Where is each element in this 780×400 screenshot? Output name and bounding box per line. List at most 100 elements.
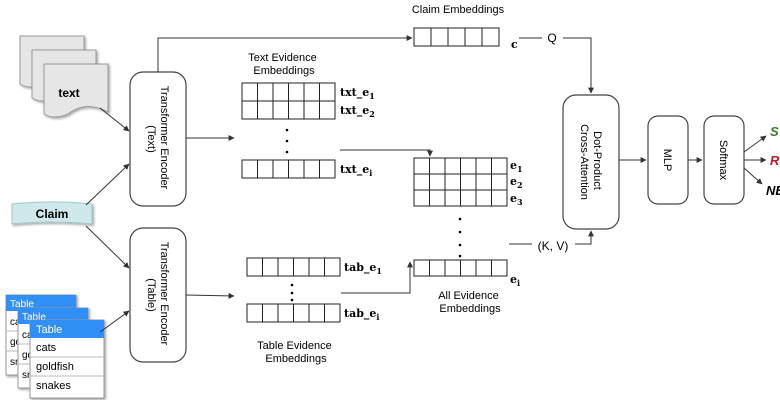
all-evidence-title-line-2: Embeddings (439, 303, 501, 315)
softmax-block: Softmax (703, 115, 745, 205)
cross-attention-block: Dot-Product Cross-Attention (562, 94, 620, 230)
arrow-softmax-to-supported (743, 135, 767, 153)
ei-label: ei (510, 273, 520, 288)
table-row-cats: cats (36, 342, 57, 354)
claim-embedding-vector (413, 27, 500, 47)
e2-label: e2 (510, 175, 523, 190)
txt-e1-base: txt_e (340, 86, 369, 100)
tab-ei-label: tab_ei (344, 307, 379, 322)
e3-sub: 3 (517, 197, 523, 207)
output-nei: NE (766, 183, 780, 198)
cross-attention-line-2: Cross-Attention (578, 124, 590, 200)
all-evidence-row-2 (413, 173, 508, 191)
text-documents: text (19, 35, 109, 118)
all-evidence-row-1 (413, 157, 508, 175)
claim-label: Claim (36, 207, 69, 221)
text-evidence-row-2 (241, 100, 336, 120)
text-doc-page-front (43, 63, 109, 118)
text-evidence-title: Text Evidence Embeddings (248, 52, 320, 77)
txt-e2-base: txt_e (340, 104, 369, 118)
query-label: Q (547, 31, 556, 45)
claim-vector-label: c (511, 38, 518, 51)
arrow-claim-to-table-encoder (85, 225, 130, 269)
output-refuted: R (770, 153, 780, 168)
txt-e1-label: txt_e1 (340, 86, 375, 101)
tab-ei-base: tab_e (344, 307, 376, 321)
claim-input: Claim (11, 201, 93, 225)
txt-ei-sub: i (369, 168, 372, 178)
text-encoder: Transformer Encoder (Text) (129, 71, 187, 207)
softmax-label: Softmax (717, 140, 729, 181)
table-mid-row-2: go (22, 350, 34, 361)
claim-embeddings-title: Claim Embeddings (412, 4, 505, 16)
text-evidence-row-i (241, 159, 336, 179)
table-row-goldfish: goldfish (36, 361, 74, 373)
table-encoder-label: Transformer Encoder (Table) (145, 242, 170, 349)
table-back-header: Table (10, 299, 34, 310)
text-evidence-row-1 (241, 82, 336, 102)
table-evidence-row-i (246, 303, 341, 323)
all-evidence-row-3 (413, 189, 508, 207)
e1-sub: 1 (517, 164, 523, 174)
e3-base: e (510, 192, 517, 205)
text-evidence-title-line-2: Embeddings (253, 65, 315, 77)
table-evidence-title-line-2: Embeddings (265, 353, 327, 365)
key-value-label: (K, V) (538, 239, 569, 253)
txt-e1-sub: 1 (369, 91, 375, 101)
all-evidence-matrix (413, 157, 508, 277)
table-encoder-line-1: Transformer Encoder (158, 242, 170, 346)
text-encoder-label: Transformer Encoder (Text) (145, 86, 170, 193)
table-mid-row-3: sn (22, 370, 33, 381)
arrow-table-encoder-to-table-evidence (185, 292, 235, 299)
table-documents: Table ca go sn Table ca go sn Table cats… (5, 294, 105, 399)
output-supported: S (770, 124, 779, 139)
table-back-row-3: sn (10, 357, 21, 368)
arrow-claim-to-text-encoder (85, 163, 130, 206)
claim-box (11, 201, 93, 225)
tab-ei-sub: i (376, 312, 379, 322)
txt-e2-sub: 2 (369, 109, 375, 119)
cross-attention-line-1: Dot-Product (591, 131, 603, 190)
arrow-kv-to-attention (575, 230, 594, 245)
table-evidence-title: Table Evidence Embeddings (257, 340, 335, 365)
table-encoder: Transformer Encoder (Table) (129, 227, 187, 363)
ei-base: e (510, 273, 517, 286)
cross-attention-label: Dot-Product Cross-Attention (578, 124, 603, 200)
table-evidence-row-1 (246, 257, 341, 277)
all-evidence-ellipsis (458, 217, 462, 258)
txt-e2-label: txt_e2 (340, 104, 375, 119)
text-encoder-line-2: (Text) (145, 125, 157, 153)
table-mid-row-1: ca (22, 330, 33, 341)
table-back-row-1: ca (10, 317, 21, 328)
text-doc-label: text (58, 86, 79, 100)
e2-sub: 2 (517, 180, 523, 190)
all-evidence-title-line-1: All Evidence (438, 290, 499, 302)
table-mid-header: Table (22, 312, 46, 323)
text-encoder-line-1: Transformer Encoder (158, 86, 170, 190)
table-evidence-title-line-1: Table Evidence (257, 340, 332, 352)
e3-label: e3 (510, 192, 523, 207)
table-front: Table cats goldfish snakes (29, 319, 105, 399)
e2-base: e (510, 175, 517, 188)
text-evidence-title-line-1: Text Evidence (248, 52, 316, 64)
txt-ei-base: txt_e (340, 163, 369, 177)
arrow-text-evidence-to-all-evidence (340, 149, 433, 157)
arrow-docs-to-text-encoder (99, 107, 130, 132)
tab-e1-label: tab_e1 (344, 261, 382, 276)
connectors (85, 35, 767, 333)
arrow-softmax-to-nei (743, 167, 763, 185)
text-evidence-ellipsis (285, 128, 289, 154)
e1-base: e (510, 159, 517, 172)
txt-ei-label: txt_ei (340, 163, 372, 178)
table-evidence-matrix (246, 257, 341, 323)
table-back-row-2: go (10, 337, 22, 348)
mlp-block: MLP (647, 115, 689, 205)
arrow-table-evidence-to-all-evidence (341, 261, 413, 294)
table-row-snakes: snakes (36, 380, 71, 392)
tab-e1-base: tab_e (344, 261, 376, 275)
table-evidence-ellipsis (290, 283, 294, 302)
table-front-header: Table (36, 324, 62, 336)
ei-sub: i (517, 278, 520, 288)
mlp-label: MLP (661, 149, 673, 172)
arrow-table-to-table-encoder (99, 310, 130, 333)
